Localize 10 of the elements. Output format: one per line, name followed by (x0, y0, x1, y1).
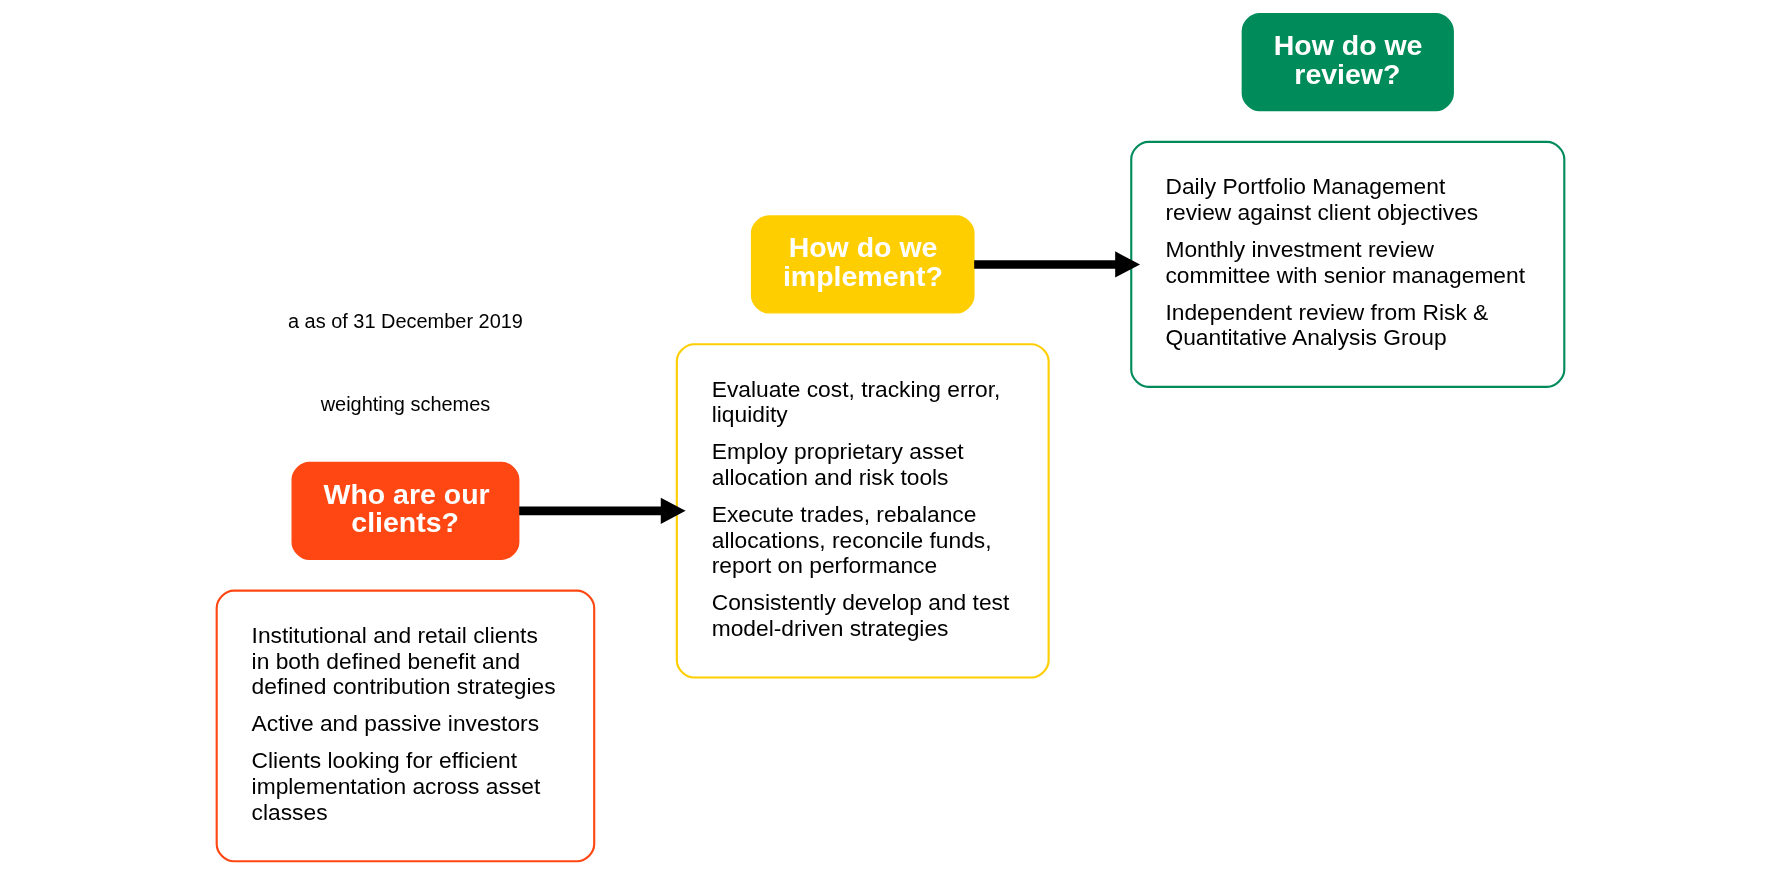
arrow (974, 251, 1141, 278)
node-box: Daily Portfolio Management review against client objectives Monthly investment review committee with senior management Independent review from Risk & Quantitative Analysis Group (1130, 140, 1566, 388)
arrow (519, 497, 686, 524)
node-box: Institutional and retail clients in both defined benefit and defined contribution strategies Active and passive investors Clients looking for efficient implementation across asset classes (215, 589, 596, 863)
label: a as of 31 December 2019 (287, 310, 523, 333)
node-box: Who are our clients? (291, 461, 520, 560)
label: weighting schemes (320, 392, 491, 415)
node-box: Evaluate cost, tracking error, liquidity Employ proprietary asset allocation and risk tools Execute trades, rebalance allocations, reconcile funds, report on performance Consistently develop and test model-driven strategies (675, 343, 1050, 679)
node-box: How do we review? (1241, 13, 1454, 112)
node-box: How do we implement? (750, 215, 975, 314)
